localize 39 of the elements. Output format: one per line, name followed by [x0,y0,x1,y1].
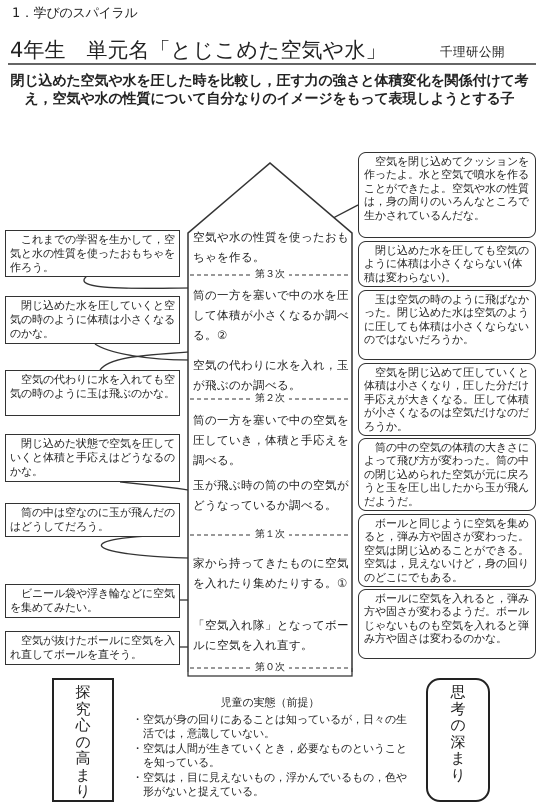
question-box: 空気が抜けたボールに空気を入れ直してボールを直そう。 [5,631,180,664]
activity-text: 「空気入れ隊」となってボールに空気を入れ直す。 [193,617,349,654]
prerequisite-item: ・空気は人間が生きていくとき，必要なものということを知っている。 [132,742,408,771]
activity-text: 筒の一方を塞いで中の空気を圧していき，体積と手応えを調べる。 [193,412,349,469]
activity-text: 家から持ってきたものに空気を入れたり集めたりする。① [193,555,349,592]
axis-rounded-box: 思考の深まり [426,678,490,802]
finding-box: 玉は空気の時のように飛ばなかった。閉じ込めた水は空気のように圧しても体積は小さくならないのではないだろうか。 [358,290,536,360]
section-heading: 1．学びのスパイラル [12,6,138,23]
finding-box: ボールに空気を入れると，弾み方や固さが変わるようだ。ボールじゃないものも空気を入れると弾み方や固さは変わるのかな。 [358,589,536,659]
finding-box: 閉じ込めた水を圧しても空気のように体積は小さくならない(体積は変わらない)。 [358,241,536,288]
goal-statement: 閉じ込めた空気や水を圧した時を比較し，圧す力の強さと体積変化を関係付けて考え，空気や水の性質について自分なりのイメージをもって表現しようとする子 [10,72,530,108]
finding-box: 空気を閉じ込めてクッションを作ったよ。水と空気で噴水を作ることができたよ。空気や水の性質は，身の周りのいろんなところで生かされているんだな。 [358,152,536,238]
question-box: ビニール袋や浮き輪などに空気を集めてみたい。 [5,584,180,618]
prerequisite-item: ・空気が身の回りにあることは知っているが，日々の生活では，意識していない。 [132,713,408,742]
finding-box: 筒の中の空気の体積の大きさによって飛び方が変わった。筒の中の閉じ込められた空気が元に戻ろうと玉を圧し出したから玉が飛んだようだ。 [358,438,536,512]
question-box: 閉じ込めた水を圧していくと空気の時のように体積は小さくなるのかな。 [5,296,180,344]
axis-box: 探究心の高まり [52,678,114,802]
phase-label: 第３次 [251,269,289,281]
page-title: 4年生 単元名「とじこめた空気や水」 [10,37,386,64]
spiral-connector [94,343,188,361]
activity-text: 筒の一方を塞いで中の水を圧して体積が小さくなるか調べる。② [193,287,349,344]
question-box: これまでの学習を生かして，空気と水の性質を使ったおもちゃを作ろう。 [5,230,180,278]
phase-label: 第０次 [251,662,289,674]
spiral-connector [100,351,188,370]
finding-box: 空気を閉じ込めて圧していくと体積は小さくなり，圧した分だけ手応えが大きくなる。圧して体積が小さくなるのは空気だけなのだろうか。 [358,363,536,436]
prerequisite-item: ・空気は，目に見えないもの，浮かんでいるもの，色や形がないと捉えている。 [132,771,408,800]
finding-box: ボールと同じように空気を集めると，弾み方や固さが変わった。空気は閉じ込めることができる。空気は，見えないけど，身の回りのどこにでもある。 [358,514,536,588]
event-note: 千理研公開 [440,44,505,60]
phase-label: 第２次 [251,393,289,405]
question-box: 筒の中は空なのに玉が飛んだのはどうしてだろう。 [5,503,180,536]
question-box: 閉じ込めた状態で空気を圧していくと体積と手応えはどうなるのかな。 [5,434,180,482]
activity-text: 空気や水の性質を使ったおもちゃを作る。 [193,229,349,266]
spiral-connector [334,204,358,218]
spiral-connector [120,481,188,491]
activity-text: 空気の代わりに水を入れ，玉が飛ぶのか調べる。 [193,357,349,393]
activity-text: 玉が飛ぶ時の筒の中の空気がどうなっているか調べる。 [193,477,349,514]
prerequisite-heading: 児童の実態（前提） [220,696,320,710]
phase-label: 第１次 [251,529,289,541]
question-box: 空気の代わりに水を入れても空気の時のように玉は飛ぶのかな。 [5,370,180,416]
